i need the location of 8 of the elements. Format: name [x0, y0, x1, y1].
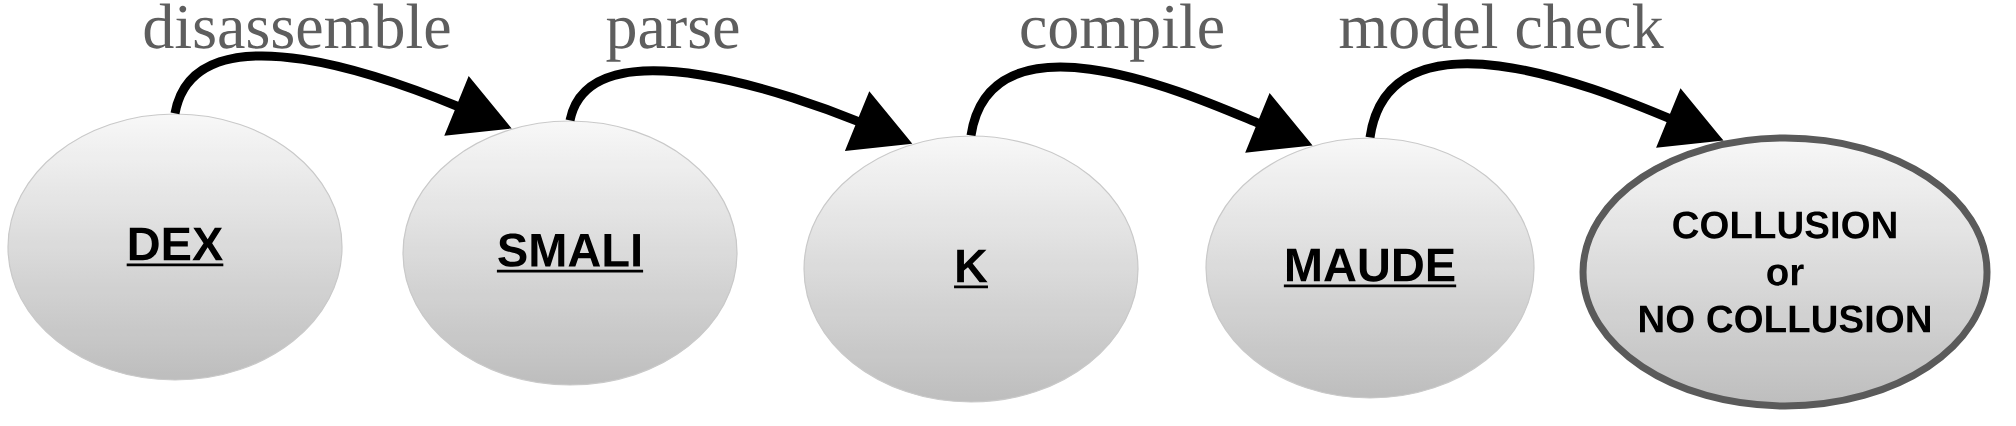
edge-label: disassemble — [144, 3, 450, 49]
edge-label: model check — [1339, 3, 1664, 49]
ellipse-node: SMALI — [402, 120, 738, 386]
ellipse-node: K — [803, 135, 1139, 403]
ellipse-node: MAUDE — [1205, 137, 1535, 399]
edge-label: parse — [606, 17, 739, 62]
ellipse-node: DEX — [7, 113, 343, 381]
edge-label: compile — [1021, 3, 1223, 62]
